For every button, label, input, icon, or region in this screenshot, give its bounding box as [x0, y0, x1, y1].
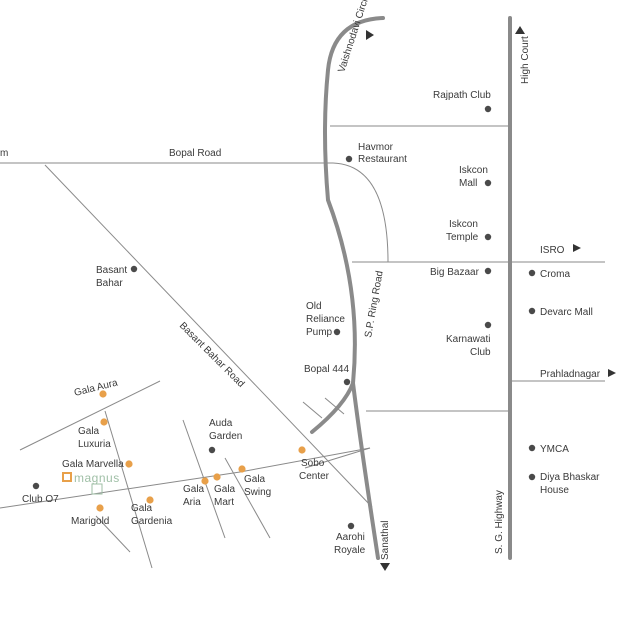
aarohi-royale-marker — [347, 522, 355, 530]
road-auda — [224, 457, 271, 539]
club-o7-label: Club O7 — [22, 494, 59, 505]
gala-aura-label: Gala Aura — [73, 377, 119, 399]
road-stub-1 — [302, 401, 323, 419]
road-marigold — [95, 515, 131, 553]
road-network — [0, 125, 605, 569]
gala-swing-label-2: Swing — [244, 487, 271, 498]
basant-bahar-label-2: Bahar — [96, 278, 123, 289]
karnawati-label-1: Karnawati — [446, 334, 490, 345]
devarc-mall-label: Devarc Mall — [540, 307, 593, 318]
main-road-lower — [0, 447, 371, 509]
aarohi-royale-label-1: Aarohi — [336, 532, 365, 543]
havmor-label-1: Havmor — [358, 142, 394, 153]
gala-mart-label-1: Gala — [214, 484, 236, 495]
bopal-444-marker — [343, 378, 351, 386]
high-court-label: High Court — [520, 36, 531, 84]
bopal-444-label: Bopal 444 — [304, 364, 349, 375]
sobo-center-label-1: Sobo — [301, 458, 325, 469]
gala-aria-label-1: Gala — [183, 484, 205, 495]
gala-luxuria-label-1: Gala — [78, 426, 100, 437]
gala-marvella-marker — [125, 460, 133, 468]
isro-label: ISRO — [540, 245, 565, 256]
bopal-road-label: Bopal Road — [169, 148, 221, 159]
gala-aria-label-2: Aria — [183, 497, 201, 508]
croma-marker — [528, 269, 536, 277]
diya-bhaskar-label-1: Diya Bhaskar — [540, 472, 600, 483]
big-bazaar-label: Big Bazaar — [430, 267, 480, 278]
iskcon-temple-label-2: Temple — [446, 232, 479, 243]
gala-swing-label-1: Gala — [244, 474, 266, 485]
magnus-logo-box-inner-icon — [64, 474, 70, 480]
iskcon-mall-label-2: Mall — [459, 178, 477, 189]
iskcon-mall-label-1: Iskcon — [459, 165, 488, 176]
sp-ring-road-label: S.P. Ring Road — [363, 270, 386, 339]
sp-ring-road-north — [310, 16, 385, 434]
road-luxuria — [104, 410, 153, 569]
magnus-logo-square-icon — [91, 483, 103, 495]
gala-aura-marker — [99, 390, 107, 398]
auda-garden-marker — [208, 446, 216, 454]
bopal-road-curve — [332, 162, 389, 263]
gala-aria-marker — [201, 477, 209, 485]
ymca-marker — [528, 444, 536, 452]
road-stub-2 — [324, 397, 345, 415]
devarc-mall-marker — [528, 307, 536, 315]
auda-garden-label-2: Garden — [209, 431, 242, 442]
old-reliance-marker — [333, 328, 341, 336]
sobo-center-marker — [298, 446, 306, 454]
gala-gardenia-label-1: Gala — [131, 503, 153, 514]
sanathal-arrow-icon — [380, 563, 390, 571]
auda-garden-label-1: Auda — [209, 418, 233, 429]
ymca-label: YMCA — [540, 444, 569, 455]
basant-bahar-road-label: Basant Bahar Road — [177, 320, 246, 389]
gala-marvella-label: Gala Marvella — [62, 459, 124, 470]
karnawati-label-2: Club — [470, 347, 491, 358]
rajpath-club-marker — [484, 105, 492, 113]
rajpath-club-label: Rajpath Club — [433, 90, 491, 101]
gala-luxuria-label-2: Luxuria — [78, 439, 111, 450]
croma-label: Croma — [540, 269, 570, 280]
big-bazaar-marker — [484, 267, 492, 275]
basant-bahar-marker — [130, 265, 138, 273]
gala-luxuria-marker — [100, 418, 108, 426]
havmor-label-2: Restaurant — [358, 154, 407, 165]
iskcon-mall-marker — [484, 179, 492, 187]
old-reliance-label-2: Reliance — [306, 314, 345, 325]
marigold-label: Marigold — [71, 516, 109, 527]
gala-gardenia-marker — [146, 496, 154, 504]
aarohi-royale-label-2: Royale — [334, 545, 366, 556]
gala-mart-label-2: Mart — [214, 497, 234, 508]
iskcon-temple-marker — [484, 233, 492, 241]
karnawati-club-marker — [484, 321, 492, 329]
havmor-marker — [345, 155, 353, 163]
vaishnodavi-arrow-icon — [366, 30, 374, 40]
sanathal-label: Sanathal — [380, 521, 391, 560]
prahladnagar-arrow-icon — [608, 369, 616, 377]
basant-bahar-road — [44, 164, 373, 508]
sobo-center-label-2: Center — [299, 471, 330, 482]
basant-bahar-label-1: Basant — [96, 265, 127, 276]
magnus-label: magnus — [74, 471, 120, 485]
prahladnagar-label: Prahladnagar — [540, 369, 601, 380]
gala-swing-marker — [238, 465, 246, 473]
marigold-marker — [96, 504, 104, 512]
bopal-road-left-label: m — [0, 148, 8, 159]
magnus-logo: magnus — [62, 471, 120, 495]
diya-bhaskar-label-2: House — [540, 485, 569, 496]
high-court-arrow-icon — [515, 26, 525, 34]
sg-highway-label: S. G. Highway — [494, 490, 505, 554]
road-sobo — [304, 447, 371, 469]
old-reliance-label-1: Old — [306, 301, 322, 312]
sp-ring-road-south — [351, 381, 380, 560]
diya-bhaskar-marker — [528, 473, 536, 481]
gala-mart-marker — [213, 473, 221, 481]
isro-arrow-icon — [573, 244, 581, 252]
iskcon-temple-label-1: Iskcon — [449, 219, 478, 230]
old-reliance-label-3: Pump — [306, 327, 333, 338]
gala-gardenia-label-2: Gardenia — [131, 516, 173, 527]
road-gala-aura — [19, 380, 161, 451]
club-o7-marker — [32, 482, 40, 490]
